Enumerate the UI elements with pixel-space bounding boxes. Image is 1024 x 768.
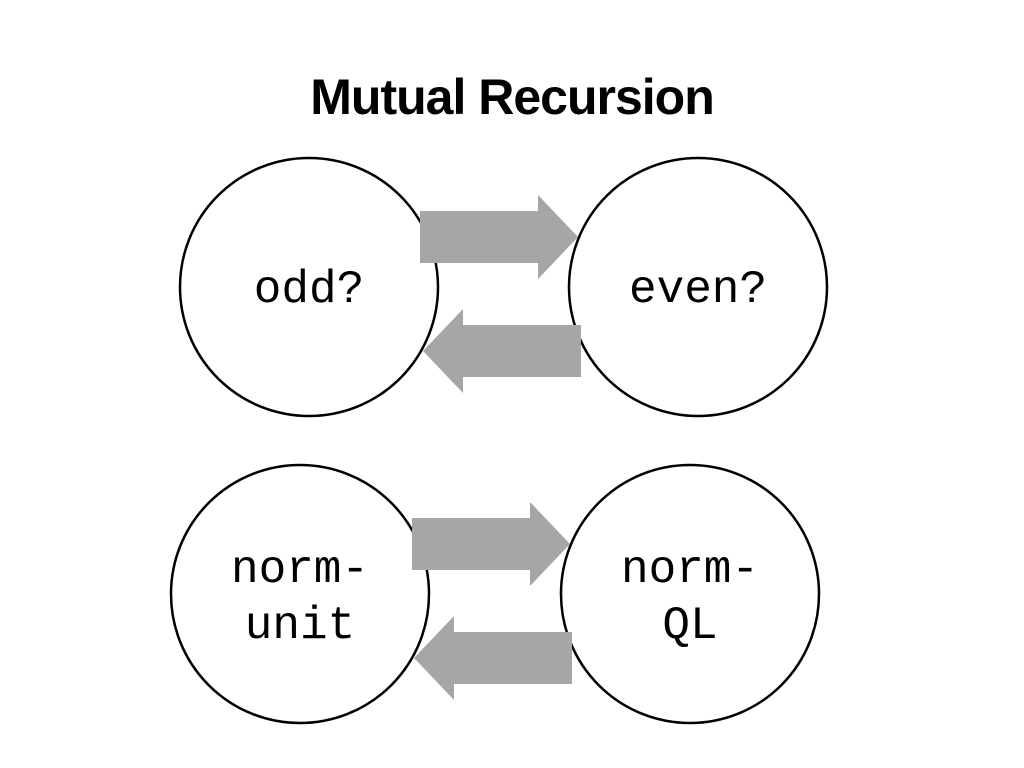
node-norm-unit-label-line-1: norm- <box>231 544 369 596</box>
node-odd <box>178 156 440 418</box>
node-norm-unit <box>169 463 431 725</box>
node-even <box>567 156 829 418</box>
node-norm-ql-label-line-2: QL <box>662 600 717 652</box>
node-odd-label: odd? <box>254 264 364 316</box>
pair-odd-even: odd? even? <box>178 156 829 418</box>
node-norm-ql-label-line-1: norm- <box>621 544 759 596</box>
arrow-even-to-odd <box>423 309 581 393</box>
node-norm-unit-label-line-2: unit <box>245 600 355 652</box>
arrow-norm-ql-to-norm-unit <box>414 616 572 700</box>
arrow-odd-to-even <box>420 195 578 279</box>
slide-title: Mutual Recursion <box>310 69 714 125</box>
node-norm-ql <box>559 463 821 725</box>
arrow-norm-unit-to-norm-ql <box>412 502 570 586</box>
node-even-label: even? <box>629 264 767 316</box>
pair-norm-unit-norm-ql: norm- unit norm- QL <box>169 463 821 725</box>
